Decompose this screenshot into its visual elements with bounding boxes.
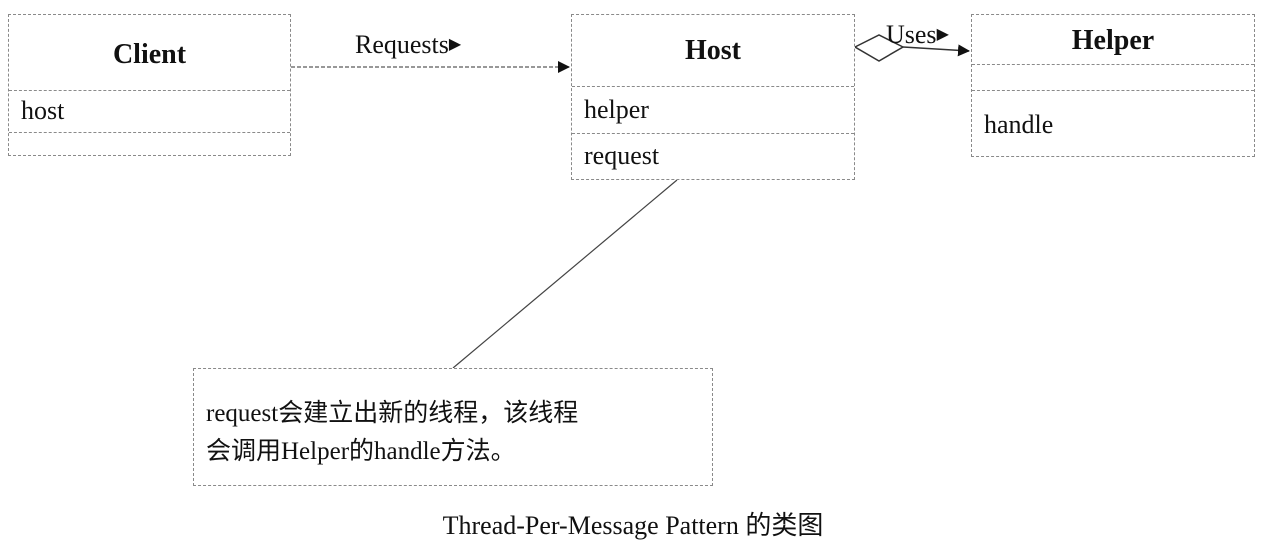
note-line-2: 会调用Helper的handle方法。 [206,438,516,465]
helper-class-box: Helper handle [971,14,1255,157]
note-line-1: request会建立出新的线程，该线程 [206,400,579,427]
helper-class-name: Helper [972,15,1254,65]
host-attribute-helper: helper [572,87,854,134]
client-operations-compartment [9,133,290,154]
uses-direction-icon: ▶ [936,26,949,43]
requests-label: Requests▶ [355,30,461,60]
note-anchor-line [452,179,678,369]
host-class-name: Host [572,15,854,87]
helper-operation-handle: handle [984,110,1054,139]
helper-attributes-compartment [972,65,1254,91]
uses-label-text: Uses [886,20,937,49]
figure-caption: Thread-Per-Message Pattern 的类图 [442,511,824,540]
uses-label: Uses▶ [886,20,949,50]
note-box: request会建立出新的线程，该线程 会调用Helper的handle方法。 [193,368,713,486]
client-class-box: Client host [8,14,291,156]
uses-association-line [902,44,970,57]
client-class-name: Client [9,15,290,91]
client-attribute-host: host [9,91,290,133]
requests-direction-icon: ▶ [448,36,462,53]
host-class-box: Host helper request [571,14,855,180]
requests-label-text: Requests [355,30,449,59]
host-attribute-request: request [584,141,660,170]
